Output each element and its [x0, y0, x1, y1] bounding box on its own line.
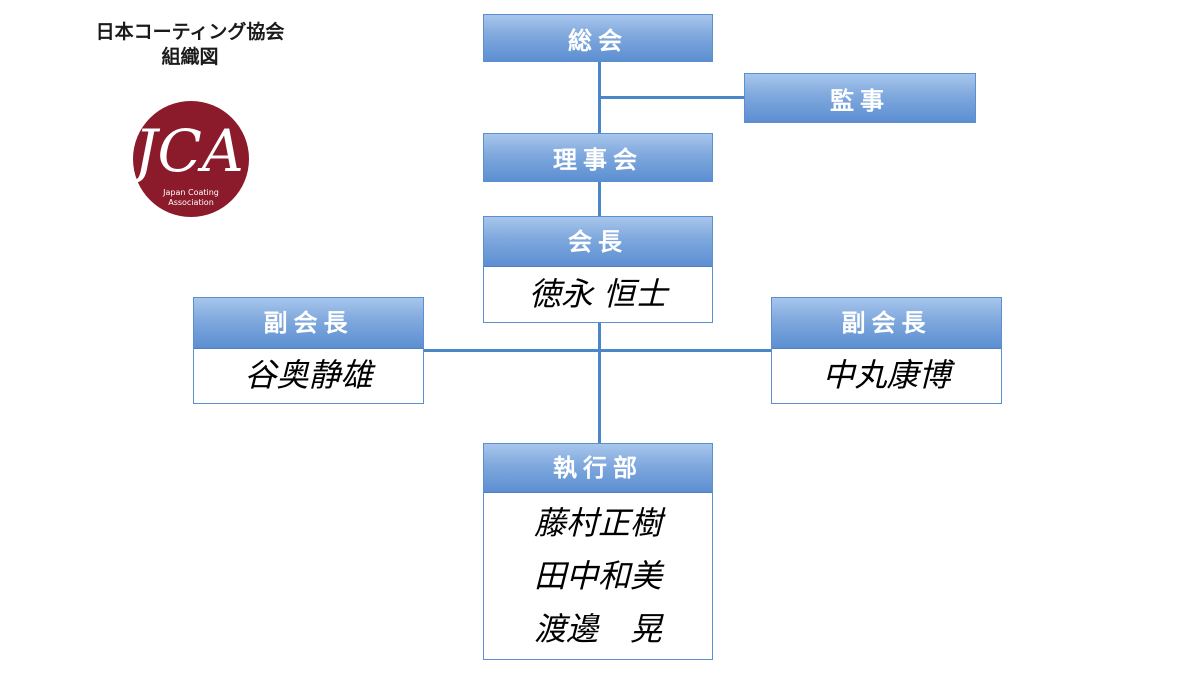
node-auditor: 監事 — [744, 73, 976, 123]
connector-board-president — [598, 181, 601, 217]
node-label: 監事 — [745, 74, 975, 122]
logo-letters: JCA — [131, 117, 244, 185]
node-vice-president-right: 副会長 中丸康博 — [771, 297, 1002, 404]
chart-title: 日本コーティング協会 組織図 — [40, 20, 340, 70]
node-label: 副会長 — [772, 298, 1001, 349]
node-president: 会長 徳永 恒士 — [483, 216, 713, 323]
jca-logo: JCA Japan Coating Association — [131, 101, 249, 217]
vice-president-name: 谷奥静雄 — [244, 356, 373, 394]
connector-trunk-bottom — [598, 322, 601, 444]
executive-member: 田中和美 — [533, 557, 662, 595]
title-line-2: 組織図 — [161, 46, 219, 68]
node-label: 執行部 — [484, 444, 712, 493]
node-board: 理事会 — [483, 133, 713, 182]
executive-member: 渡邊 晃 — [533, 610, 662, 648]
node-label: 副会長 — [194, 298, 423, 349]
node-label: 総会 — [484, 15, 712, 61]
connector-vice-presidents — [423, 349, 772, 352]
node-vice-president-left: 副会長 谷奥静雄 — [193, 297, 424, 404]
vice-president-name: 中丸康博 — [822, 356, 951, 394]
node-label: 会長 — [484, 217, 712, 267]
node-general-assembly: 総会 — [483, 14, 713, 62]
node-label: 理事会 — [484, 134, 712, 181]
logo-caption-1: Japan Coating — [162, 188, 219, 197]
logo-circle — [133, 101, 249, 217]
president-name: 徳永 恒士 — [528, 275, 668, 313]
node-executive: 執行部 藤村正樹 田中和美 渡邊 晃 — [483, 443, 713, 660]
logo-caption-2: Association — [168, 198, 214, 207]
executive-members: 藤村正樹 田中和美 渡邊 晃 — [484, 493, 712, 656]
title-line-1: 日本コーティング協会 — [95, 21, 285, 43]
executive-member: 藤村正樹 — [533, 504, 662, 542]
connector-auditor — [599, 96, 745, 99]
